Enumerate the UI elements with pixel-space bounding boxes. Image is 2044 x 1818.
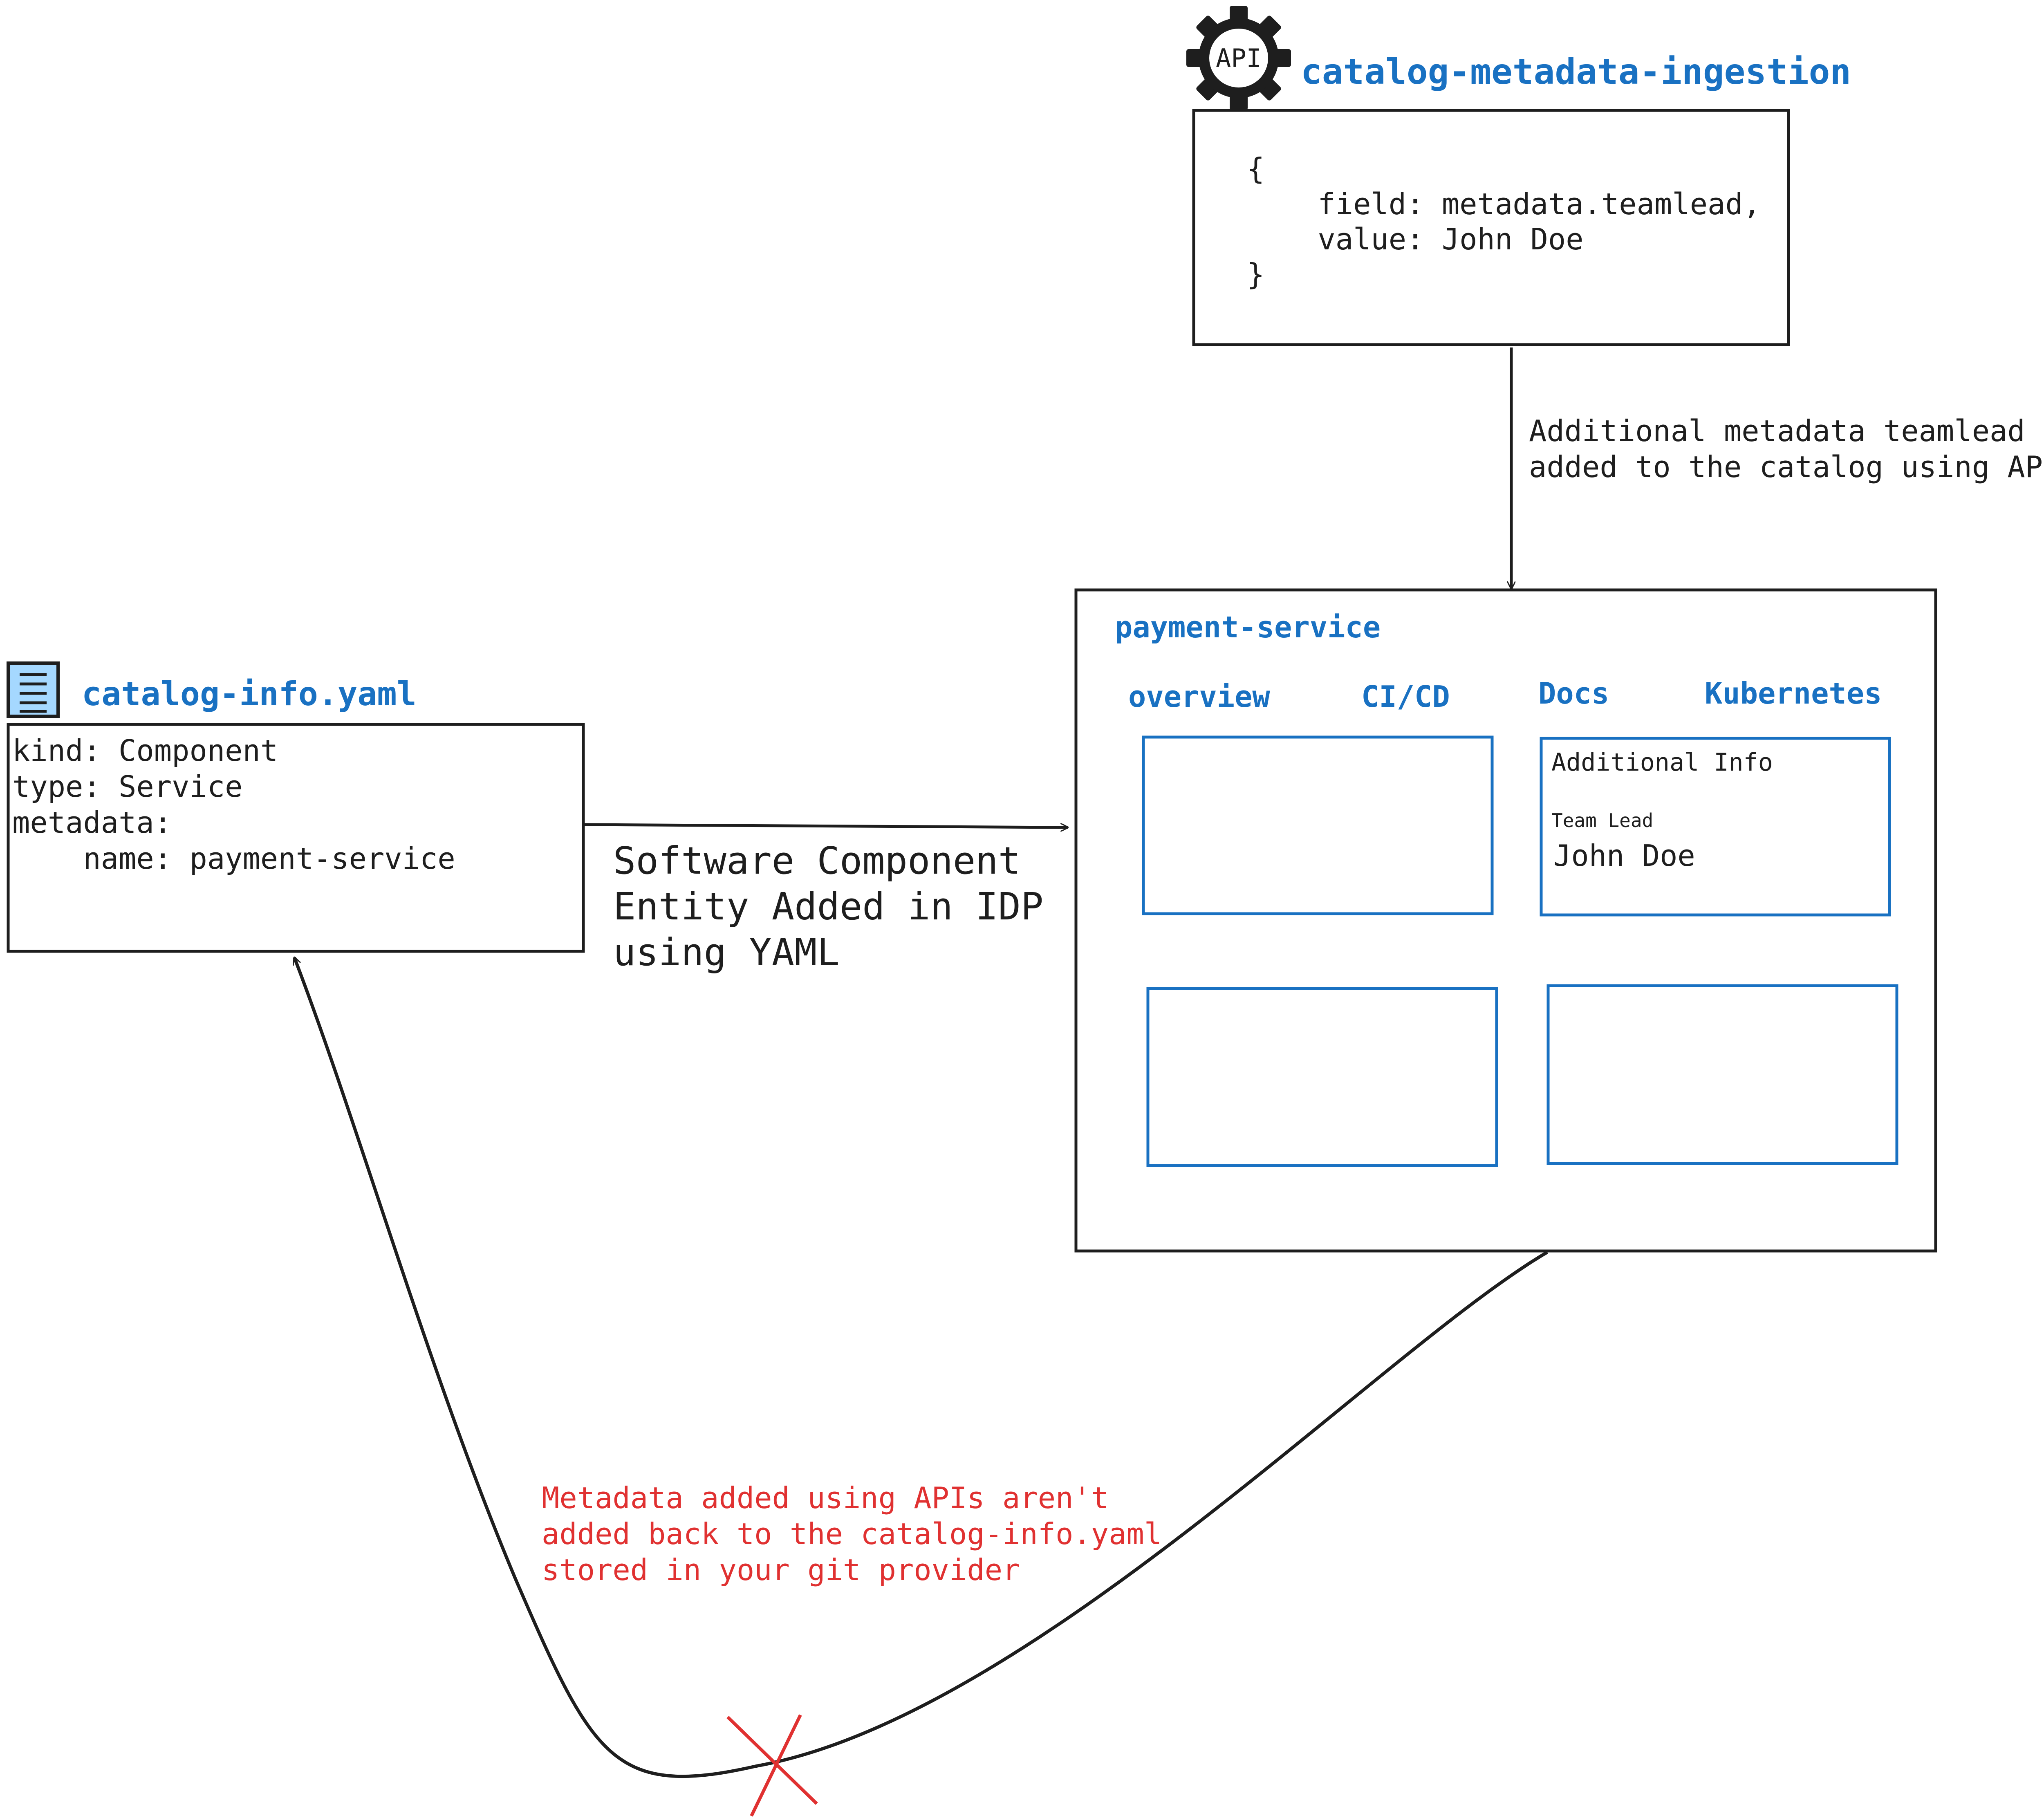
yaml-code: kind: Component type: Service metadata: … (12, 733, 455, 876)
api-payload-box (1192, 109, 1790, 346)
yaml-code-line: kind: Component (12, 733, 278, 768)
yaml-arrow-label-line: Software Component (613, 839, 1021, 883)
tab-kubernetes[interactable]: Kubernetes (1705, 676, 1882, 711)
yaml-file-title: catalog-info.yaml (82, 675, 417, 713)
team-lead-value: John Doe (1553, 838, 1695, 873)
overview-card (1142, 735, 1494, 915)
service-panel-title: payment-service (1115, 610, 1381, 644)
api-code-line: { (1247, 152, 1265, 186)
api-arrow-label-line: added to the catalog using APIs (1529, 450, 2044, 484)
api-section-title: catalog-metadata-ingestion (1301, 52, 1851, 92)
warning-note: Metadata added using APIs aren't added b… (542, 1480, 1162, 1588)
api-icon-label: API (1216, 43, 1262, 73)
api-arrow-label: Additional metadata teamlead added to th… (1529, 413, 2044, 485)
tab-ci-cd[interactable]: CI/CD (1361, 679, 1450, 714)
blocked-x-icon (726, 1714, 818, 1817)
yaml-code-line: name: payment-service (12, 841, 455, 876)
yaml-box (7, 723, 585, 953)
api-code-line: field: metadata.teamlead, (1247, 187, 1761, 221)
yaml-code-line: metadata: (12, 805, 172, 840)
api-code-line: } (1247, 257, 1265, 291)
yaml-arrow-label: Software Component Entity Added in IDP u… (613, 838, 1043, 975)
warning-note-line: added back to the catalog-info.yaml (542, 1517, 1162, 1551)
warning-note-line: Metadata added using APIs aren't (542, 1481, 1109, 1515)
tab-docs[interactable]: Docs (1538, 676, 1609, 711)
service-panel-box (1074, 588, 1937, 1253)
tab-overview[interactable]: overview (1128, 679, 1270, 714)
api-payload-code: { field: metadata.teamlead, value: John … (1247, 151, 1761, 292)
yaml-arrow-label-line: Entity Added in IDP (613, 885, 1044, 928)
yaml-arrow-label-line: using YAML (613, 930, 840, 974)
empty-card-bottom-left (1146, 987, 1498, 1167)
sync-back-curve-arrow (294, 957, 1549, 1778)
additional-info-card (1540, 737, 1891, 917)
api-gear-icon (1186, 6, 1291, 110)
document-icon (7, 661, 60, 718)
team-lead-label: Team Lead (1551, 809, 1654, 832)
api-arrow-label-line: Additional metadata teamlead (1529, 414, 2025, 448)
warning-note-line: stored in your git provider (542, 1553, 1020, 1587)
yaml-to-service-arrow (583, 823, 1068, 827)
empty-card-bottom-right (1546, 984, 1898, 1165)
additional-info-heading: Additional Info (1551, 748, 1773, 777)
yaml-code-line: type: Service (12, 769, 243, 804)
api-code-line: value: John Doe (1247, 222, 1584, 256)
